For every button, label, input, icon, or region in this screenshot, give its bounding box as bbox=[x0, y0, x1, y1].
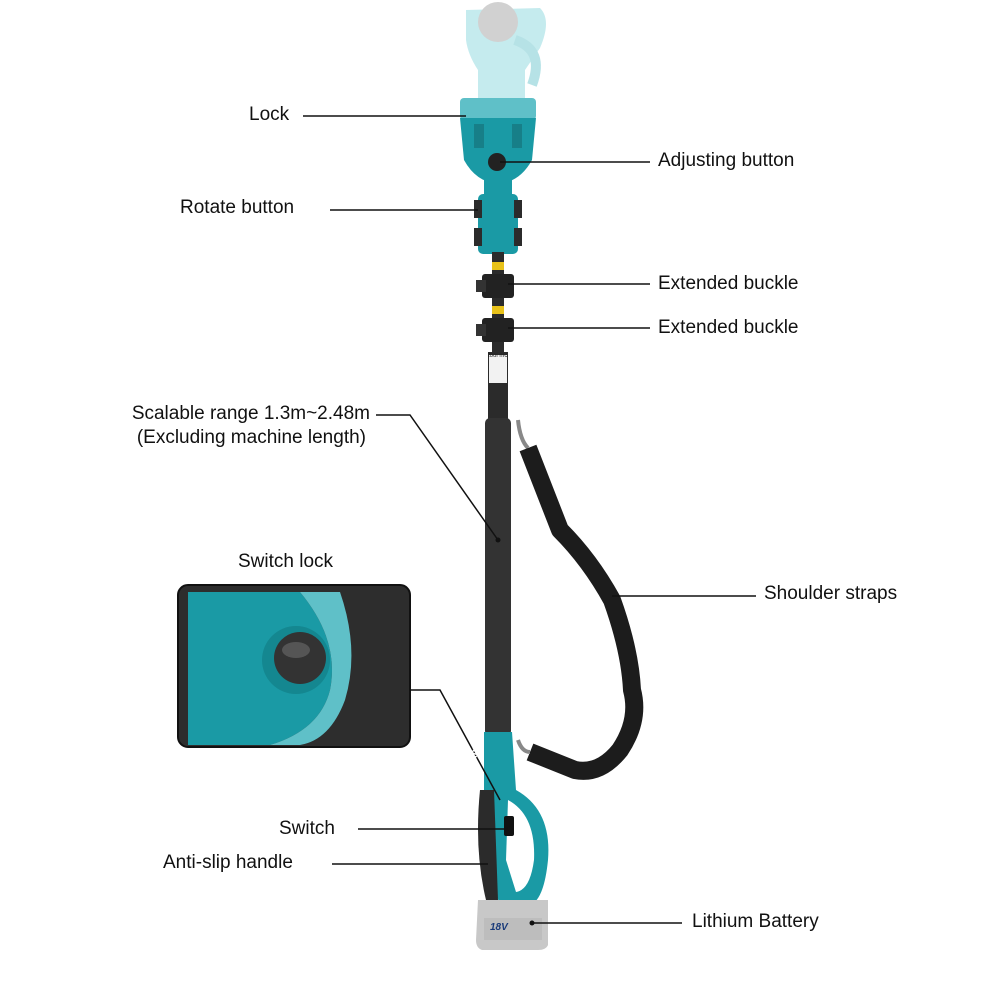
label-lock: Lock bbox=[249, 104, 290, 125]
label-excluding-length: (Excluding machine length) bbox=[136, 427, 366, 448]
label-anti-slip-handle: Anti-slip handle bbox=[163, 852, 293, 873]
label-scalable-range: Scalable range 1.3m~2.48m bbox=[131, 403, 370, 424]
label-rotate-button: Rotate button bbox=[180, 197, 295, 218]
pole-sticker: tool mc bbox=[488, 353, 508, 359]
label-shoulder-straps: Shoulder straps bbox=[764, 583, 898, 604]
shoulder-strap bbox=[516, 419, 644, 780]
switch-lock-inset bbox=[177, 584, 411, 748]
extended-buckle-upper bbox=[476, 274, 514, 298]
extended-buckle-lower bbox=[476, 318, 514, 342]
label-switch-lock: Switch lock bbox=[238, 551, 334, 572]
leader-dots bbox=[495, 537, 535, 926]
label-extended-buckle-2: Extended buckle bbox=[658, 317, 799, 338]
label-lithium-battery: Lithium Battery bbox=[692, 911, 819, 932]
battery bbox=[476, 900, 548, 950]
label-adjusting-button: Adjusting button bbox=[658, 150, 795, 171]
battery-voltage: 18V bbox=[490, 922, 508, 933]
rotate-collar bbox=[474, 194, 522, 254]
machine-head bbox=[466, 2, 546, 100]
label-switch: Switch bbox=[279, 818, 335, 839]
leader-lines bbox=[303, 115, 756, 924]
head-unit bbox=[460, 98, 536, 196]
label-extended-buckle-1: Extended buckle bbox=[658, 273, 799, 294]
handle-body bbox=[478, 732, 549, 905]
